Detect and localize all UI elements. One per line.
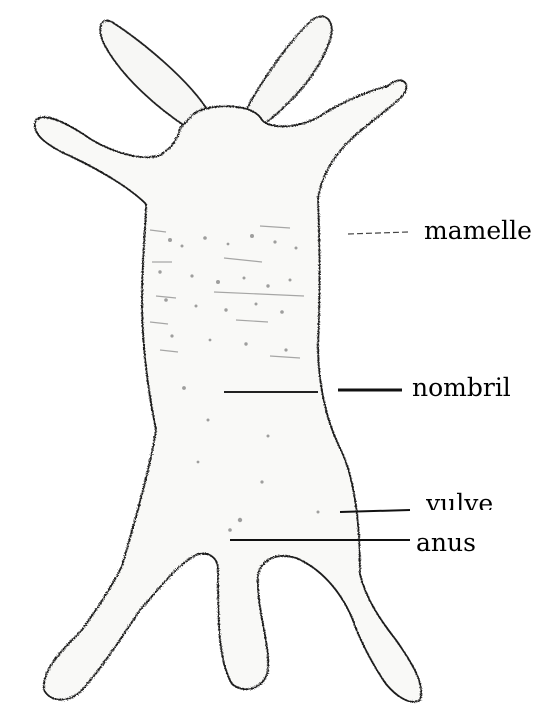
label-anus: anus (416, 530, 476, 555)
mamelle-leader-line (348, 232, 408, 234)
left-ear (100, 21, 210, 128)
label-nombril: nombril (412, 375, 511, 400)
right-ear (246, 16, 332, 126)
label-mamelle: mamelle (424, 218, 532, 243)
label-vulve: vulve (426, 491, 493, 510)
